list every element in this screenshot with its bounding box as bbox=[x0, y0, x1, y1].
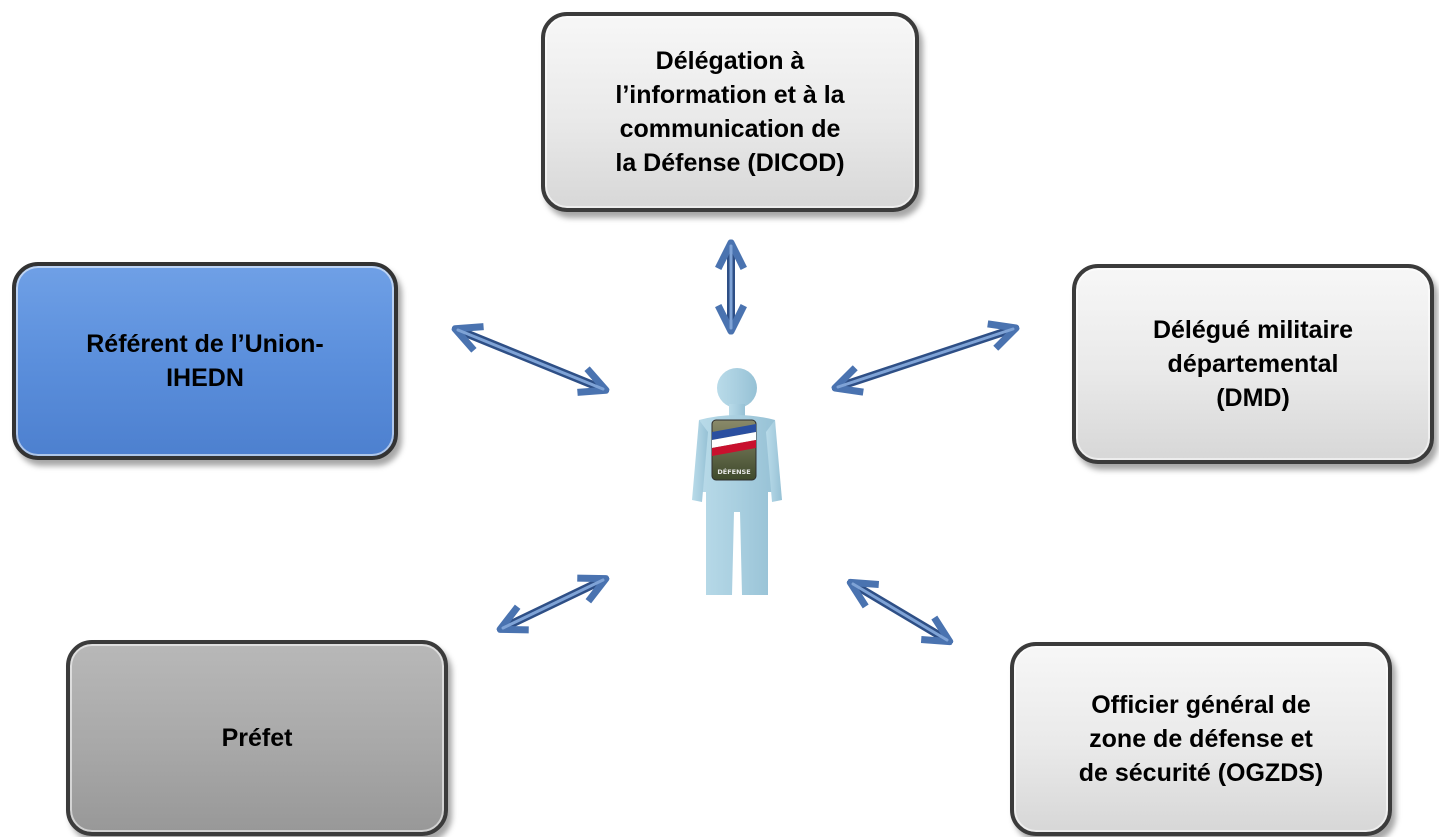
node-dmd-line: départemental bbox=[1167, 350, 1339, 378]
arrow-dmd bbox=[838, 329, 1013, 387]
arrow-ogzds bbox=[853, 584, 947, 640]
node-referent-line: Référent de l’Union- bbox=[86, 330, 324, 358]
person-icon bbox=[692, 368, 782, 595]
badge-label: DÉFENSE bbox=[717, 467, 750, 476]
node-ogzds-line: Officier général de bbox=[1091, 691, 1311, 719]
defense-badge-icon: DÉFENSE bbox=[711, 419, 757, 481]
node-referent-line: IHEDN bbox=[166, 364, 244, 392]
node-referent: Référent de l’Union- IHEDN bbox=[12, 262, 398, 460]
arrow-prefet bbox=[503, 580, 603, 628]
node-dmd-line: (DMD) bbox=[1216, 384, 1290, 412]
node-dicod-line: Délégation à bbox=[655, 47, 805, 75]
connector-arrows bbox=[458, 246, 1013, 640]
node-ogzds-line: de sécurité (OGZDS) bbox=[1078, 759, 1324, 787]
node-ogzds-line: zone de défense et bbox=[1089, 725, 1313, 753]
arrow-referent bbox=[458, 330, 603, 389]
node-dicod-line: communication de bbox=[619, 115, 841, 143]
node-ogzds: Officier général de zone de défense et d… bbox=[1010, 642, 1392, 836]
node-dmd: Délégué militaire départemental (DMD) bbox=[1072, 264, 1434, 464]
node-prefet-line: Préfet bbox=[221, 724, 293, 752]
node-dmd-line: Délégué militaire bbox=[1152, 316, 1354, 344]
node-dicod-line: l’information et à la bbox=[615, 81, 845, 109]
node-dicod-line: la Défense (DICOD) bbox=[615, 149, 845, 177]
node-prefet: Préfet bbox=[66, 640, 448, 836]
node-dicod: Délégation à l’information et à la commu… bbox=[541, 12, 919, 212]
